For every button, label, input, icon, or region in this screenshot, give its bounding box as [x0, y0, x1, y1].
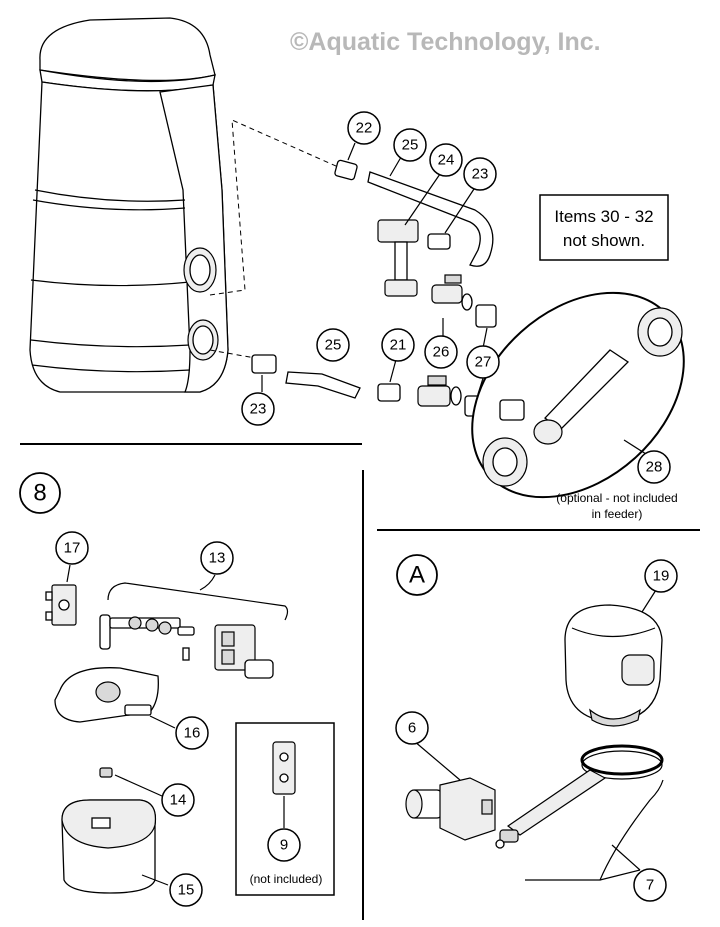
- clamp-7: [495, 744, 664, 849]
- not-included-box: 9 (not included): [235, 722, 335, 896]
- svg-text:13: 13: [209, 550, 226, 567]
- callout-17: 17: [55, 531, 89, 565]
- svg-text:A: A: [409, 562, 425, 589]
- callout-28: 28: [637, 450, 671, 484]
- fitting-21: [377, 383, 401, 402]
- svg-text:21: 21: [390, 337, 407, 354]
- callout-25-lower: 25: [316, 328, 350, 362]
- svg-text:14: 14: [170, 792, 187, 809]
- svg-text:25: 25: [325, 337, 342, 354]
- tubing-25-lower: [285, 371, 361, 399]
- tubing-25-upper: [367, 171, 494, 267]
- section-8-label: 8: [19, 472, 61, 514]
- lid-19: [564, 604, 663, 727]
- svg-text:22: 22: [356, 120, 373, 137]
- callout-6: 6: [395, 711, 429, 745]
- callout-7: 7: [633, 868, 667, 902]
- svg-text:7: 7: [646, 877, 654, 894]
- svg-text:25: 25: [402, 137, 419, 154]
- svg-text:8: 8: [33, 480, 46, 507]
- feeder-body-illustration: [29, 17, 229, 393]
- callout-24: 24: [429, 143, 463, 177]
- svg-text:16: 16: [184, 725, 201, 742]
- valve-26-lower: [417, 375, 462, 407]
- callout-15: 15: [169, 873, 203, 907]
- callout-14: 14: [161, 783, 195, 817]
- svg-text:19: 19: [653, 568, 670, 585]
- bracket-17: [45, 584, 77, 626]
- callout-16: 16: [175, 716, 209, 750]
- pump-assembly-13: [99, 574, 289, 679]
- optional-note-line2: in feeder): [592, 507, 643, 521]
- callout-23-upper: 23: [463, 157, 497, 191]
- callout-25-upper: 25: [393, 128, 427, 162]
- adapter-6: [405, 777, 496, 841]
- nut-14: [99, 767, 113, 778]
- fitting-22: [334, 159, 358, 181]
- callout-27: 27: [466, 345, 500, 379]
- not-included-note: (not included): [250, 872, 323, 886]
- optional-kit-28: (optional - not included in feeder): [471, 291, 685, 521]
- leader-lines-section-a: [413, 589, 664, 881]
- valve-26-upper: [431, 274, 473, 311]
- callout-9: 9: [280, 837, 288, 854]
- fitting-23-upper: [427, 233, 451, 250]
- svg-text:28: 28: [646, 459, 663, 476]
- cover-15: [61, 799, 157, 894]
- svg-text:27: 27: [475, 354, 492, 371]
- svg-text:26: 26: [433, 344, 450, 361]
- assembly-guide-lines: [209, 119, 346, 359]
- callout-22: 22: [347, 111, 381, 145]
- callout-23-lower: 23: [241, 392, 275, 426]
- items-note-line1: Items 30 - 32: [554, 207, 653, 226]
- svg-text:23: 23: [472, 166, 489, 183]
- callout-19: 19: [644, 559, 678, 593]
- svg-text:24: 24: [438, 152, 455, 169]
- leader-lines-section-8: [66, 564, 176, 886]
- copyright-watermark: ©Aquatic Technology, Inc.: [290, 28, 601, 56]
- svg-text:17: 17: [64, 540, 81, 557]
- float-16: [54, 667, 159, 723]
- adapter-27-upper: [475, 304, 497, 328]
- svg-text:6: 6: [408, 720, 416, 737]
- fitting-23-lower: [251, 354, 277, 374]
- svg-text:15: 15: [178, 882, 195, 899]
- callout-13: 13: [200, 541, 234, 575]
- items-note-line2: not shown.: [563, 231, 645, 250]
- callout-21: 21: [381, 328, 415, 362]
- section-a-label: A: [396, 554, 438, 596]
- callout-26: 26: [424, 335, 458, 369]
- optional-note-line1: (optional - not included: [556, 491, 677, 505]
- svg-text:23: 23: [250, 401, 267, 418]
- items-not-shown-box: Items 30 - 32 not shown.: [539, 194, 669, 261]
- injector-24: [377, 219, 419, 297]
